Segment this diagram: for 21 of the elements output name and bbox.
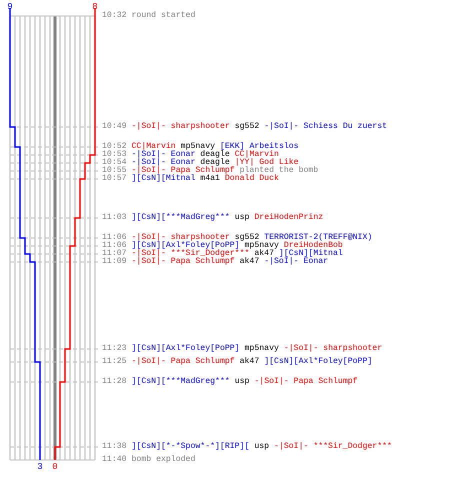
event-log-entry: 11:06 -|SoI|- sharpshooter sg552 TERRORIST-2(TREFF@NIX) [102, 233, 372, 242]
event-log-entry: 11:40 bomb exploded [102, 455, 196, 464]
player-count-label: 8 [91, 3, 99, 12]
event-log-entry: 10:55 -|SoI|- Papa Schlumpf planted the bomb [102, 166, 318, 175]
player-count-label: 3 [36, 463, 44, 472]
event-log-entry: 11:06 ][CsN][Axl*Foley[PoPP] mp5navy DreiHodenBob [102, 241, 343, 250]
event-log-entry: 11:09 -|SoI|- Papa Schlumpf ak47 -|SoI|- Eonar [102, 257, 328, 266]
event-log-entry: 11:38 ][CsN][*-*Spow*-*][RIP][ usp -|SoI|- ***Sir_Dodger*** [102, 442, 392, 451]
event-log-entry: 11:23 ][CsN][Axl*Foley[PoPP] mp5navy -|SoI|- sharpshooter [102, 344, 382, 353]
event-log-entry: 10:53 -|SoI|- Eonar deagle CC|Marvin [102, 150, 279, 159]
player-count-label: 9 [6, 3, 14, 12]
event-log-entry: 11:25 -|SoI|- Papa Schlumpf ak47 ][CsN][Axl*Foley[PoPP] [102, 357, 372, 366]
event-log-entry: 11:28 ][CsN][***MadGreg*** usp -|SoI|- Papa Schlumpf [102, 377, 358, 386]
player-count-label: 0 [51, 463, 59, 472]
event-log-entry: 11:07 -|SoI|- ***Sir_Dodger*** ak47 ][CsN][Mitnal [102, 249, 343, 258]
event-log-entry: 11:03 ][CsN][***MadGreg*** usp DreiHodenPrinz [102, 213, 324, 222]
event-log-entry: 10:32 round started [102, 11, 196, 20]
event-log-entry: 10:57 ][CsN][Mitnal m4a1 Donald Duck [102, 174, 279, 183]
event-log-entry: 10:49 -|SoI|- sharpshooter sg552 -|SoI|- Schiess Du zuerst [102, 122, 388, 131]
event-log-entry: 10:52 CC|Marvin mp5navy [EKK] Arbeitslos [102, 142, 299, 151]
event-log-entry: 10:54 -|SoI|- Eonar deagle |YY| God Like [102, 158, 299, 167]
